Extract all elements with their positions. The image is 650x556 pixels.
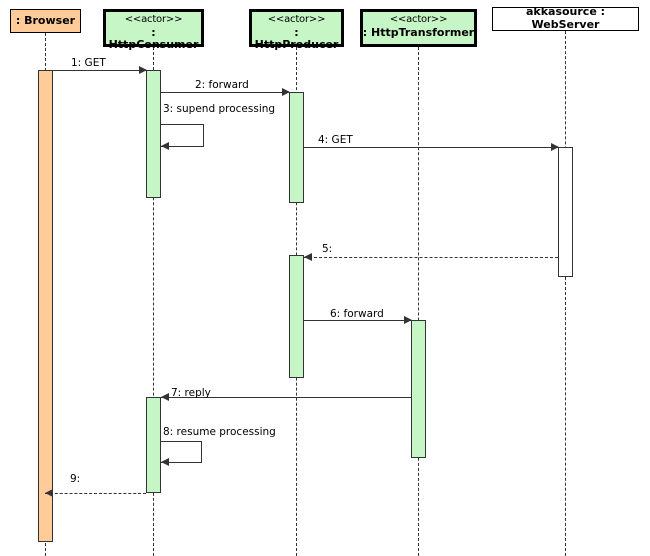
lifeline-httpconsumer	[153, 47, 154, 556]
message-2-arrowhead	[282, 88, 290, 96]
participant-browser-name: : Browser	[15, 13, 76, 27]
message-9-line	[45, 493, 146, 494]
activation-httpproducer-2	[289, 255, 304, 378]
activation-httpproducer-1	[289, 92, 304, 203]
message-1-arrowhead	[139, 66, 147, 74]
message-8-line-right	[201, 441, 202, 463]
message-7-label: 7: reply	[171, 387, 211, 399]
participant-httpconsumer[interactable]: <<actor>> : HttpConsumer	[103, 9, 204, 51]
message-7-arrowhead	[161, 393, 169, 401]
message-4-label: 4: GET	[318, 134, 353, 146]
activation-httptransformer-1	[411, 320, 426, 458]
message-5-line	[304, 257, 558, 258]
message-8-line-bottom	[161, 462, 201, 463]
participant-httptransformer-stereotype: <<actor>>	[389, 14, 448, 25]
lifeline-httptransformer	[418, 47, 419, 556]
message-3-line-right	[203, 124, 204, 147]
message-4-line	[304, 147, 558, 148]
message-5-label: 5:	[322, 243, 333, 255]
participant-webserver-name: akkasource : WebServer	[525, 5, 606, 31]
message-6-line	[304, 320, 411, 321]
participant-webserver[interactable]: akkasource : WebServer	[492, 5, 639, 31]
message-7-line	[161, 397, 411, 398]
activation-webserver-1	[558, 147, 573, 277]
activation-httpconsumer-2	[146, 397, 161, 493]
message-3-arrowhead	[161, 142, 169, 150]
participant-httpproducer[interactable]: <<actor>> : HttpProducer	[249, 9, 344, 51]
message-9-label: 9:	[70, 473, 81, 485]
message-9-arrowhead	[45, 489, 53, 497]
message-3-label: 3: supend processing	[163, 103, 276, 115]
message-8-label: 8: resume processing	[163, 426, 276, 438]
message-5-arrowhead	[304, 253, 312, 261]
participant-httpproducer-name: : HttpProducer	[254, 25, 339, 52]
message-8-arrowhead	[161, 458, 169, 466]
lifeline-webserver	[565, 31, 566, 556]
message-3-line-bottom	[161, 146, 203, 147]
message-3-line-top	[161, 124, 203, 125]
participant-httpproducer-stereotype: <<actor>>	[267, 14, 326, 25]
participant-httptransformer[interactable]: <<actor>> : HttpTransformer	[360, 9, 477, 47]
message-1-line	[45, 70, 146, 71]
message-6-arrowhead	[404, 316, 412, 324]
message-2-line	[161, 92, 289, 93]
message-6-label: 6: forward	[330, 308, 384, 320]
activation-browser	[38, 70, 53, 542]
message-2-label: 2: forward	[195, 79, 249, 91]
message-4-arrowhead	[551, 143, 559, 151]
participant-httpconsumer-stereotype: <<actor>>	[124, 14, 183, 25]
participant-httptransformer-name: : HttpTransformer	[362, 25, 475, 39]
message-8-line-top	[161, 441, 201, 442]
activation-httpconsumer-1	[146, 70, 161, 198]
participant-httpconsumer-name: : HttpConsumer	[108, 25, 199, 52]
participant-browser[interactable]: : Browser	[10, 9, 81, 33]
message-1-label: 1: GET	[71, 57, 106, 69]
